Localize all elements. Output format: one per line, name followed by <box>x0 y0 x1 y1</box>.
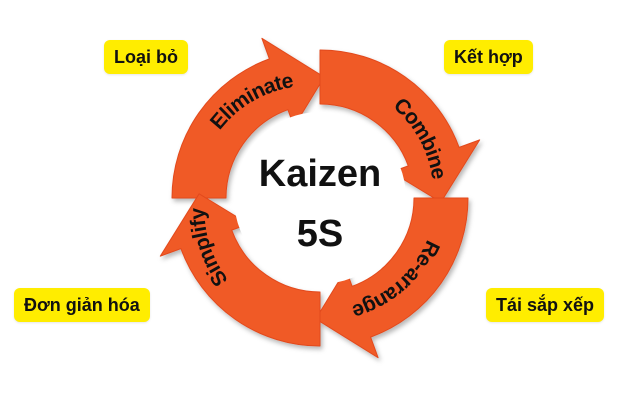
center-circle <box>234 112 406 284</box>
center-title-5s: 5S <box>297 213 343 255</box>
note-combine-vi: Kết hợp <box>444 40 533 74</box>
arrow-eliminate <box>171 37 325 199</box>
note-eliminate-vi: Loại bỏ <box>104 40 188 74</box>
arrow-combine <box>319 49 481 203</box>
note-rearrange-vi: Tái sắp xếp <box>486 288 605 322</box>
arrow-simplify <box>159 193 321 347</box>
arrow-rearrange <box>315 197 469 359</box>
center-title-kaizen: Kaizen <box>259 153 381 195</box>
note-simplify-vi: Đơn giản hóa <box>14 288 150 322</box>
